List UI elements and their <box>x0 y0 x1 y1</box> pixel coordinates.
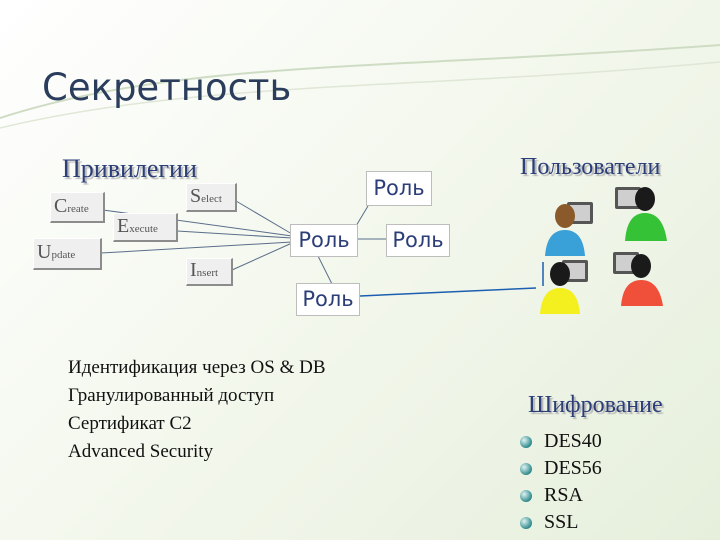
encryption-item: DES40 <box>520 428 602 455</box>
slide-title: Секретность <box>42 66 292 109</box>
bullet-icon <box>520 490 532 502</box>
connector-role-top-mid <box>355 205 369 227</box>
feature-item: Гранулированный доступ <box>68 385 275 406</box>
bullet-icon <box>520 463 532 475</box>
connector-role-mid-bottom <box>317 255 333 285</box>
connector-role-bottom-user <box>359 287 537 297</box>
bullet-icon <box>520 517 532 529</box>
connector-execute-role <box>176 230 293 239</box>
feature-item: Advanced Security <box>68 441 214 462</box>
privilege-insert: Insert <box>186 258 233 286</box>
encryption-item: DES56 <box>520 455 602 482</box>
connector-insert-role <box>231 242 293 271</box>
encryption-list: DES40 DES56 RSA SSL <box>520 428 602 536</box>
privileges-heading: Привилегии <box>62 154 197 183</box>
feature-item: Идентификация через OS & DB <box>68 357 326 378</box>
encryption-item: RSA <box>520 482 602 509</box>
connector-update-role <box>100 241 293 254</box>
role-top: Роль <box>366 171 432 206</box>
user-figure-icon <box>540 260 588 314</box>
users-heading: Пользователи <box>520 154 661 180</box>
role-bottom: Роль <box>296 283 360 316</box>
feature-item: Сертификат С2 <box>68 413 192 434</box>
privilege-execute: Execute <box>113 213 178 242</box>
features-list: Идентификация через OS & DB Гранулирован… <box>68 354 326 466</box>
encryption-item: SSL <box>520 509 602 536</box>
user-figure-icon <box>615 187 667 241</box>
privilege-select: Select <box>186 183 237 212</box>
encryption-heading: Шифрование <box>528 392 663 418</box>
role-middle: Роль <box>290 224 358 257</box>
connector-select-role <box>235 200 293 235</box>
privilege-update: Update <box>33 238 102 270</box>
user-figure-icon <box>613 252 663 306</box>
role-right: Роль <box>386 224 450 257</box>
user-figure-icon <box>545 202 593 256</box>
bullet-icon <box>520 436 532 448</box>
privilege-create: Create <box>50 192 105 223</box>
